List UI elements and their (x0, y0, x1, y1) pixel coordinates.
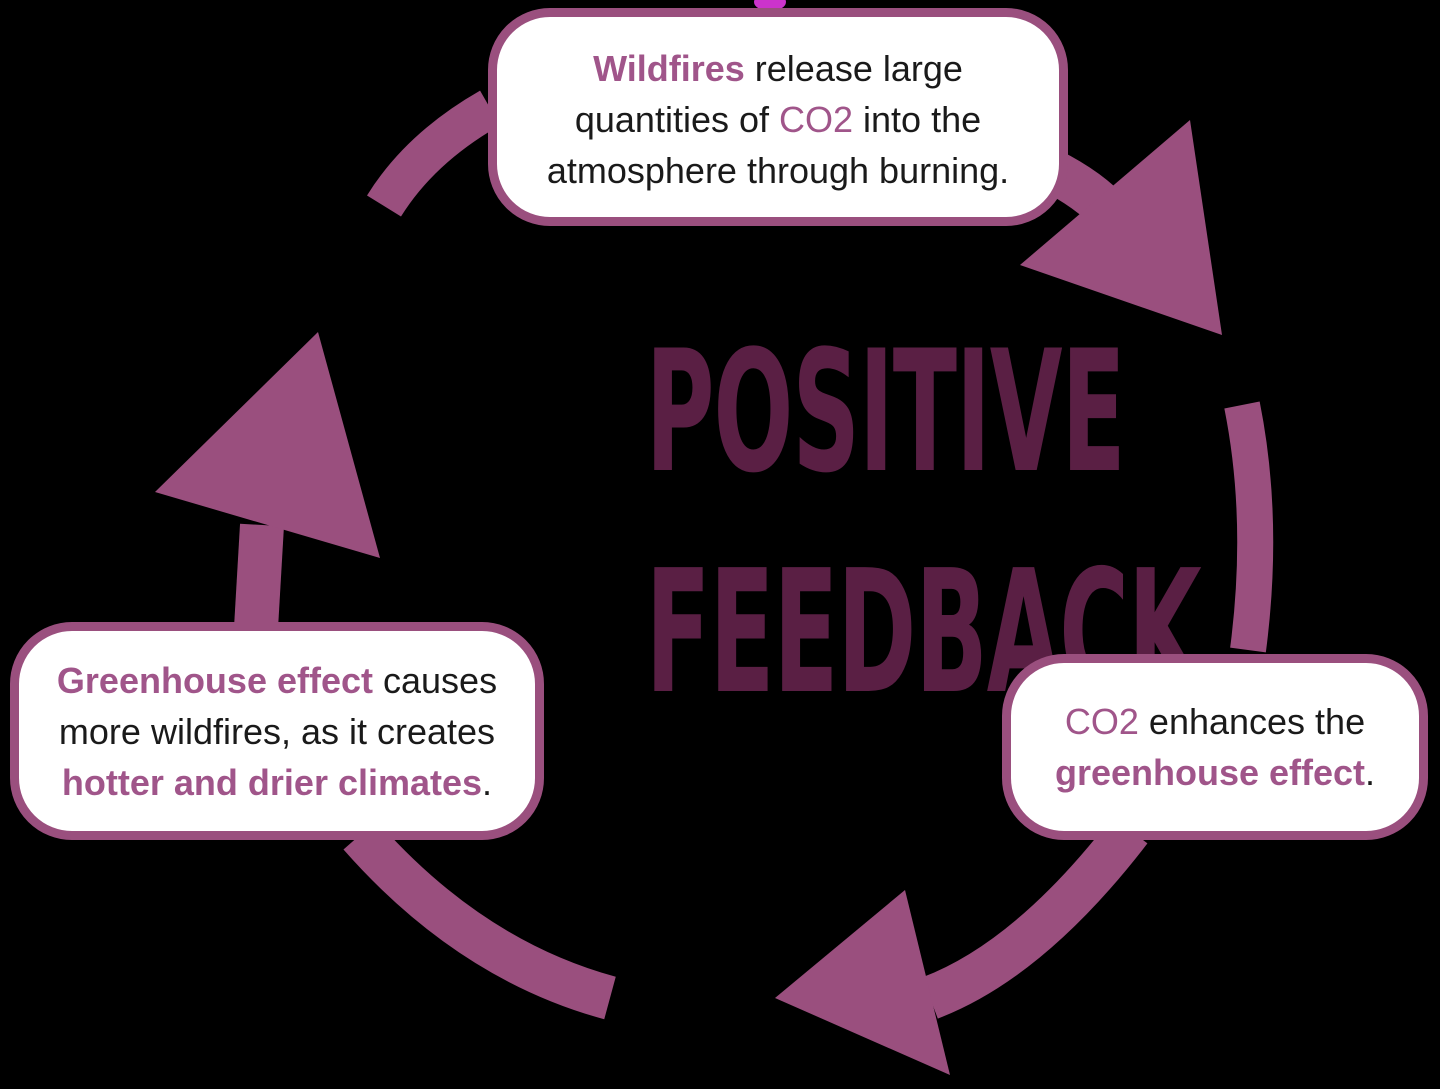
node-text: Wildfires release large quantities of CO… (537, 43, 1019, 196)
node-co2-enhances-greenhouse: CO2 enhances the greenhouse effect. (1002, 654, 1428, 840)
node-wildfires-seg-3: into the atmosphere through burning. (546, 98, 1010, 191)
node-greenhouse-seg-3: . (482, 761, 493, 803)
node-greenhouse-seg-1: causes more wildfires, as it creates (58, 659, 498, 752)
arrowhead-right (1020, 120, 1222, 335)
node-wildfires-seg-2: CO2 (779, 98, 854, 140)
node-wildfires-release-co2: Wildfires release large quantities of CO… (488, 8, 1068, 226)
node-wildfires-seg-0: Wildfires (593, 47, 745, 89)
node-co2-seg-2: greenhouse effect (1054, 752, 1366, 793)
arc-bottom-right (921, 816, 1148, 1019)
node-greenhouse-seg-2: hotter and drier climates (61, 761, 483, 803)
node-text: CO2 enhances the greenhouse effect. (1041, 696, 1389, 798)
arc-right (1224, 401, 1274, 653)
arc-bottom-left (343, 820, 616, 1020)
title-feedback: FEEDBACK (645, 534, 1202, 732)
arc-top-left (367, 90, 501, 217)
arrowhead-bottom (775, 890, 950, 1075)
node-greenhouse-causes-wildfires: Greenhouse effect causes more wildfires,… (10, 622, 544, 840)
title-positive: POSITIVE (645, 314, 1126, 510)
node-greenhouse-seg-0: Greenhouse effect (56, 659, 373, 701)
node-co2-seg-1: enhances the (1138, 701, 1366, 742)
node-co2-seg-3: . (1365, 752, 1376, 793)
node-text: Greenhouse effect causes more wildfires,… (49, 655, 505, 808)
node-wildfires-seg-1: release large quantities of (574, 47, 963, 140)
arrowhead-left (155, 332, 380, 558)
node-co2-seg-0: CO2 (1064, 701, 1139, 742)
arc-left (234, 523, 284, 630)
